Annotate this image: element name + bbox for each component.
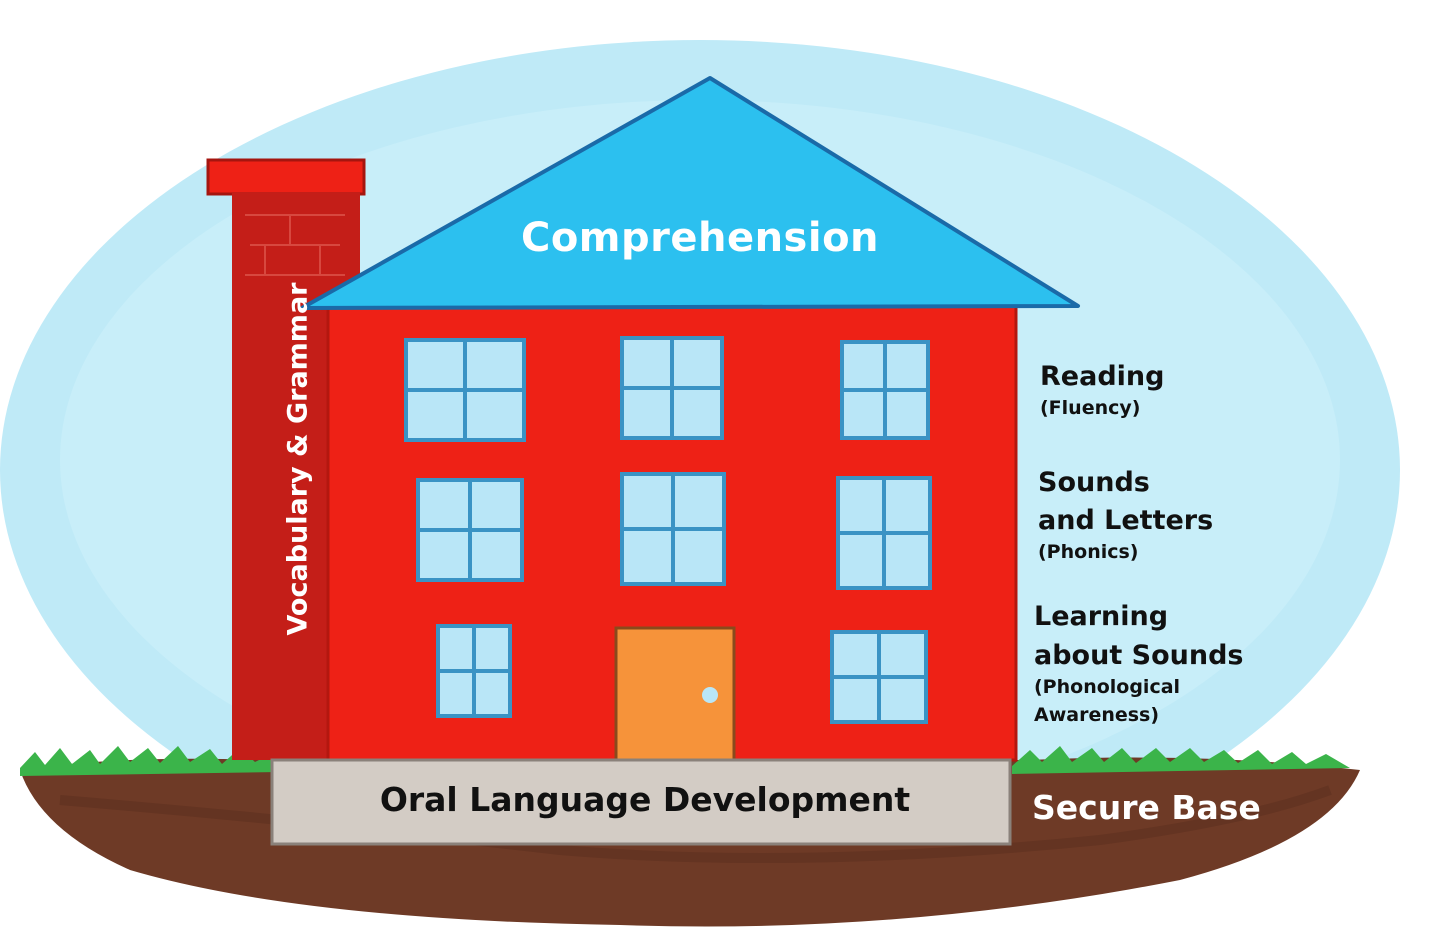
level-title-line2: about Sounds [1034, 640, 1244, 671]
grass-left [20, 746, 280, 776]
level-note: (Fluency) [1040, 397, 1141, 419]
level-title: Sounds [1038, 467, 1150, 498]
chimney-cap [206, 158, 366, 196]
level-title: Reading [1040, 361, 1165, 392]
foundation-label: Oral Language Development [379, 780, 911, 819]
foundation [270, 758, 1012, 846]
roof-label: Comprehension [520, 215, 880, 261]
secure-base-label: Secure Base [1032, 788, 1261, 827]
level-note: (Phonics) [1038, 541, 1139, 563]
grass-right [1012, 746, 1350, 774]
door-knob [702, 687, 718, 703]
chimney-bricks [245, 214, 345, 276]
level-note: (Phonological [1034, 676, 1181, 698]
chimney-label: Vocabulary & Grammar [282, 282, 314, 636]
level-title-line2: and Letters [1038, 505, 1214, 536]
roof [300, 76, 1080, 310]
window-mullions [406, 338, 930, 722]
level-title: Learning [1034, 601, 1169, 632]
level-note-line2: Awareness) [1034, 704, 1160, 726]
